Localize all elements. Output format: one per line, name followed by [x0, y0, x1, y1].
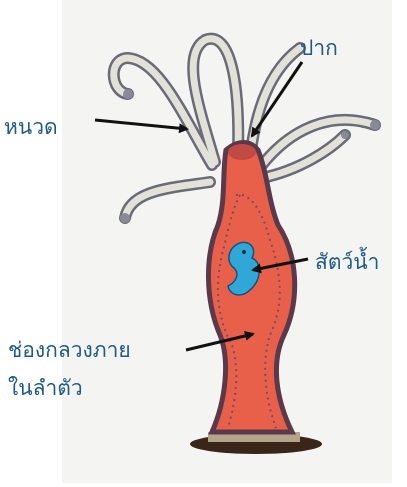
mouth-opening: [228, 144, 256, 160]
cavity-label-line-2: ในลำตัว: [8, 378, 83, 399]
cavity-label-line-1: ช่องกลวงภาย: [8, 340, 131, 361]
tentacle-label: หนวด: [4, 117, 58, 138]
prey-label: สัตว์น้ำ: [315, 252, 379, 273]
mouth-label: ปาก: [300, 38, 338, 59]
